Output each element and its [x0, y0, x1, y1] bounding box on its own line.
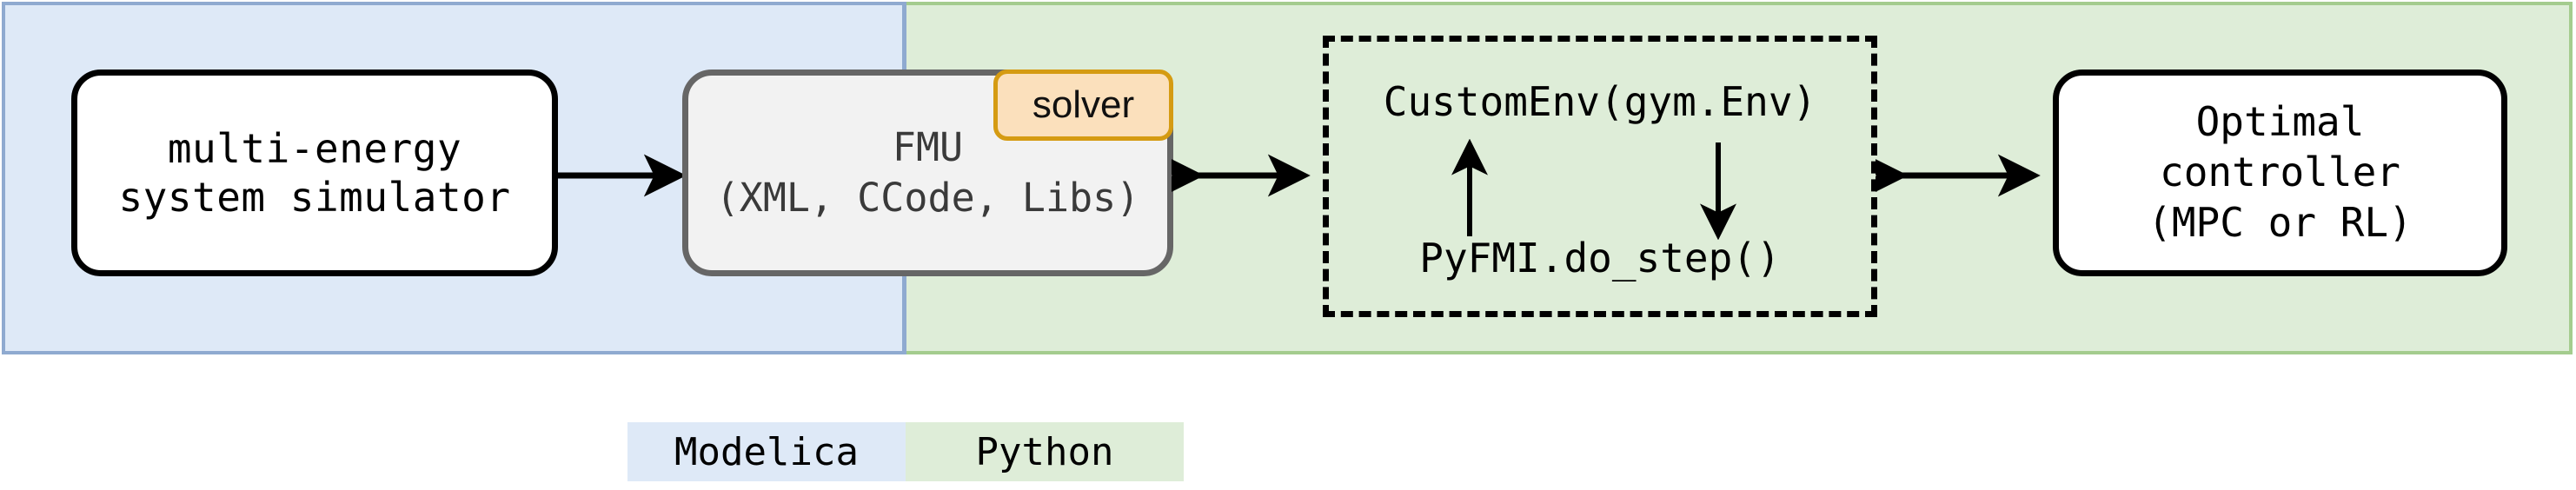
arrow-down-action-icon — [1700, 142, 1736, 240]
connector-fmu-to-env — [1172, 154, 1311, 197]
node-controller-line-2: controller — [2160, 149, 2400, 196]
env-label-pyfmi-do-step: PyFMI.do_step() — [1419, 235, 1781, 281]
node-fmu-line-1: FMU — [892, 123, 964, 170]
node-simulator-line-2: system simulator — [118, 174, 511, 221]
node-simulator-line-1: multi-energy — [167, 124, 462, 172]
node-fmu-line-2: (XML, CCode, Libs) — [715, 175, 1140, 221]
node-optimal-controller[interactable]: Optimal controller (MPC or RL) — [2053, 70, 2507, 276]
env-label-customenv: CustomEnv(gym.Env) — [1383, 78, 1817, 125]
env-container-custom-env: CustomEnv(gym.Env) PyFMI.do_step() — [1323, 36, 1877, 317]
node-multi-energy-system-simulator[interactable]: multi-energy system simulator — [71, 70, 558, 276]
arrow-up-observation-icon — [1451, 139, 1488, 236]
node-controller-line-1: Optimal — [2195, 98, 2365, 146]
legend-item-modelica: Modelica — [627, 422, 906, 481]
badge-solver[interactable]: solver — [993, 70, 1173, 141]
legend: Modelica Python — [627, 422, 1184, 481]
node-controller-line-3: (MPC or RL) — [2148, 198, 2413, 246]
node-fmu[interactable]: FMU (XML, CCode, Libs) — [682, 70, 1173, 276]
connector-simulator-to-fmu — [558, 154, 687, 197]
connector-env-to-controller — [1876, 154, 2041, 197]
legend-item-python: Python — [906, 422, 1184, 481]
